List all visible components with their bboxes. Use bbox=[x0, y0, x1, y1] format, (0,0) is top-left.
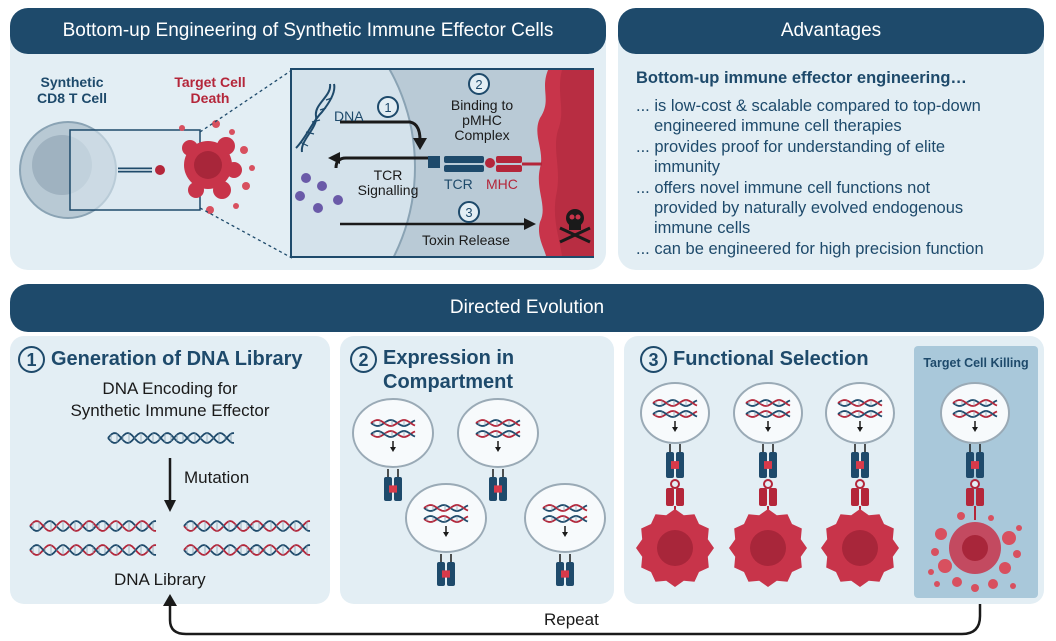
compartment-dna bbox=[745, 410, 791, 418]
compartment-dna bbox=[542, 504, 588, 512]
selection-compartment bbox=[821, 382, 899, 587]
dna-strand bbox=[107, 432, 235, 444]
compartment-dna bbox=[370, 419, 416, 427]
synthetic-cell-label: Synthetic CD8 T Cell bbox=[36, 74, 107, 106]
step1-number: 1 bbox=[18, 346, 45, 373]
mhc-label: MHC bbox=[486, 176, 518, 192]
compartment-dna bbox=[475, 419, 521, 427]
compartment-dna bbox=[542, 515, 588, 523]
compartment-dna bbox=[370, 430, 416, 438]
tcr-signalling-label: TCR Signalling bbox=[357, 167, 419, 198]
advantage-line: immune cells bbox=[654, 219, 751, 237]
dna-label: DNA bbox=[334, 108, 364, 124]
dna-variant bbox=[29, 520, 157, 532]
t-cell-illustration bbox=[19, 69, 293, 259]
mutation-label: Mutation bbox=[184, 468, 250, 487]
binding-label: Binding to pMHC Complex bbox=[450, 97, 514, 143]
tcr-label: TCR bbox=[444, 176, 473, 192]
step1-marker: 1 bbox=[377, 96, 399, 118]
target-cell bbox=[636, 509, 714, 587]
step1-subtitle: DNA Encoding for Synthetic Immune Effect… bbox=[70, 379, 270, 420]
advantage-line: engineered immune cell therapies bbox=[654, 117, 902, 135]
step3-marker: 3 bbox=[458, 201, 480, 223]
selection-compartment bbox=[636, 382, 714, 587]
selection-compartment bbox=[729, 382, 807, 587]
compartment-dna bbox=[952, 399, 998, 407]
directed-evolution-header: Directed Evolution bbox=[10, 284, 1044, 332]
advantage-line: ... is low-cost & scalable compared to t… bbox=[636, 97, 981, 115]
step2-number: 2 bbox=[350, 346, 377, 373]
engineering-header: Bottom-up Engineering of Synthetic Immun… bbox=[10, 8, 606, 54]
target-cell bbox=[729, 509, 807, 587]
advantages-header: Advantages bbox=[618, 8, 1044, 54]
target-cell-label: Target Cell Death bbox=[174, 74, 246, 106]
compartment bbox=[352, 398, 434, 501]
engineering-title: Bottom-up Engineering of Synthetic Immun… bbox=[62, 20, 554, 41]
compartment bbox=[405, 483, 487, 586]
target-cell-killing-label: Target Cell Killing bbox=[923, 356, 1029, 370]
advantage-line: provided by naturally evolved endogenous bbox=[654, 199, 964, 217]
compartment-dna bbox=[475, 430, 521, 438]
repeat-label: Repeat bbox=[540, 610, 603, 630]
toxin-label: Toxin Release bbox=[422, 232, 510, 248]
dying-target-cell bbox=[928, 512, 1022, 592]
advantages-title: Advantages bbox=[780, 20, 882, 41]
step2-marker: 2 bbox=[468, 73, 490, 95]
zoom-detail bbox=[295, 70, 594, 256]
target-cell bbox=[821, 509, 899, 587]
mutation-arrowhead bbox=[164, 500, 176, 512]
compartment bbox=[524, 483, 606, 586]
dna-variant bbox=[183, 544, 311, 556]
compartment-dna bbox=[423, 504, 469, 512]
killing-compartment bbox=[928, 382, 1022, 592]
directed-evolution-title: Directed Evolution bbox=[449, 297, 605, 318]
compartment-dna bbox=[952, 410, 998, 418]
compartment-dna bbox=[837, 399, 883, 407]
compartment bbox=[457, 398, 539, 501]
advantage-line: ... provides proof for understanding of … bbox=[636, 138, 946, 156]
compartment-dna bbox=[837, 410, 883, 418]
advantages-subtitle: Bottom-up immune effector engineering… bbox=[636, 69, 967, 87]
advantage-line: ... offers novel immune cell functions n… bbox=[636, 179, 931, 197]
dna-variant bbox=[183, 520, 311, 532]
dna-library-label: DNA Library bbox=[114, 570, 206, 589]
dna-variant bbox=[29, 544, 157, 556]
advantage-line: ... can be engineered for high precision… bbox=[636, 240, 984, 258]
compartment-dna bbox=[652, 399, 698, 407]
step3-number: 3 bbox=[640, 346, 667, 373]
compartment-dna bbox=[745, 399, 791, 407]
compartment-dna bbox=[423, 515, 469, 523]
advantage-line: immunity bbox=[654, 158, 721, 176]
compartment-dna bbox=[652, 410, 698, 418]
step2-panel bbox=[340, 336, 614, 604]
